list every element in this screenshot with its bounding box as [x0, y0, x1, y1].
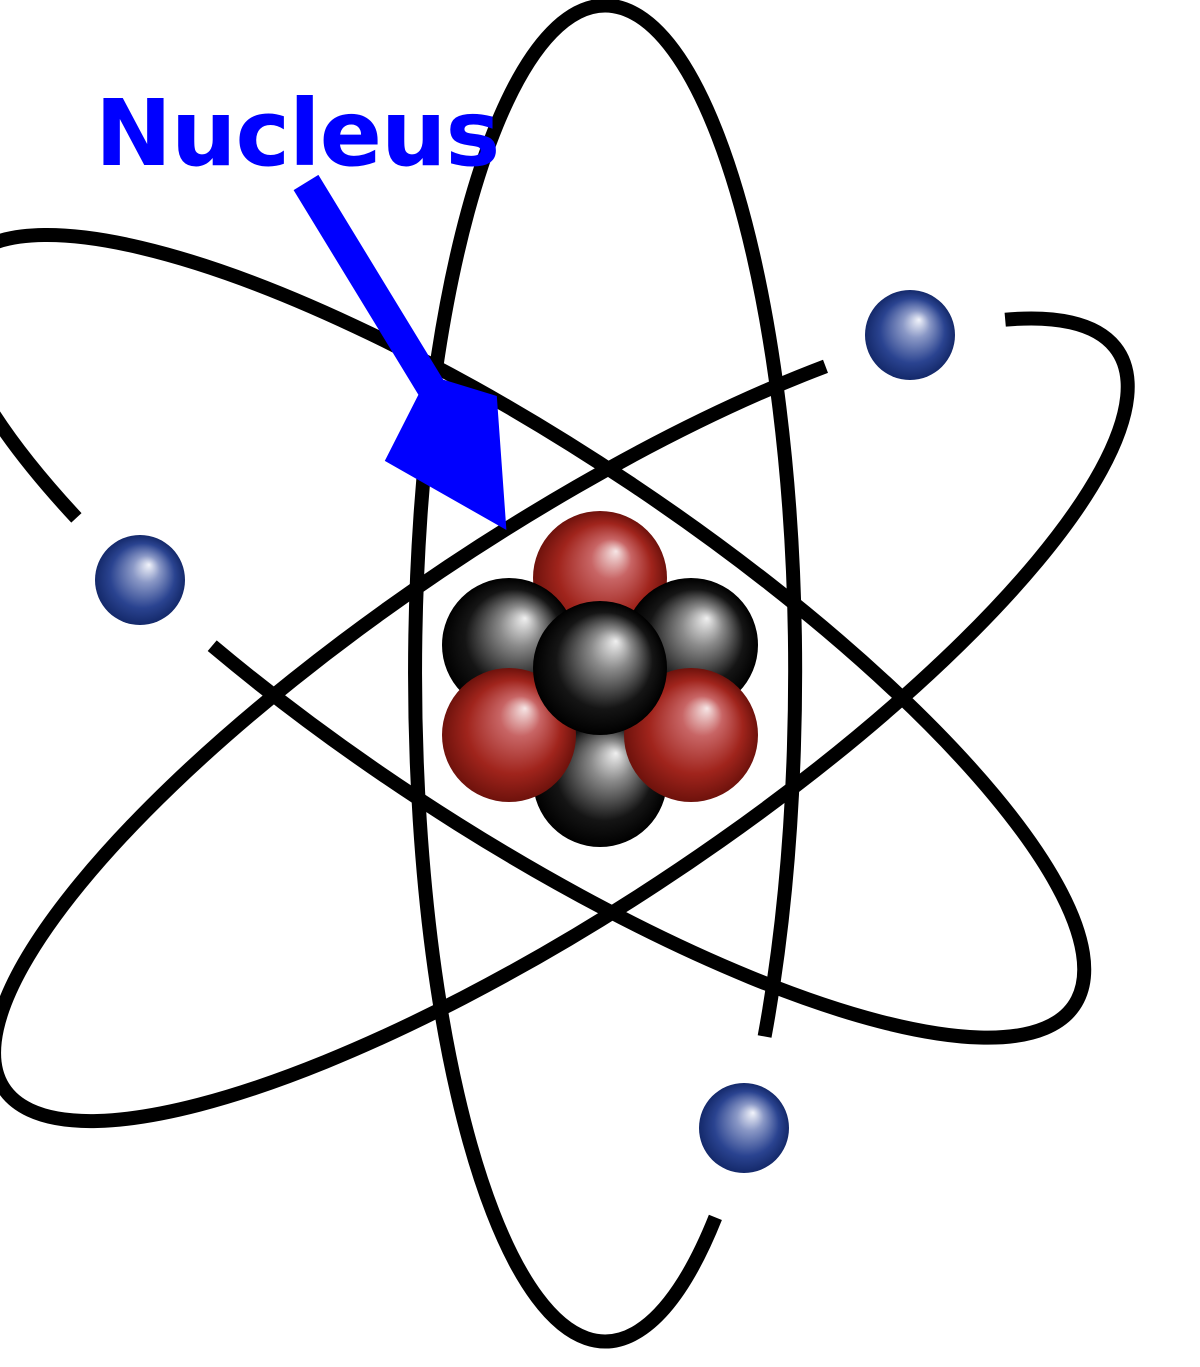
orbit-vertical — [408, 0, 803, 1349]
orbit-ascending — [0, 311, 1135, 1129]
electron-left — [95, 535, 185, 625]
orbit-descending — [0, 228, 1092, 1045]
electrons — [95, 290, 955, 1173]
nucleus — [442, 511, 758, 847]
orbits — [0, 0, 1135, 1349]
electron-top-right — [865, 290, 955, 380]
nucleus-label: Nucleus — [95, 80, 499, 187]
electron-bottom — [699, 1083, 789, 1173]
neutron-center — [533, 601, 667, 735]
nucleus-arrow — [293, 174, 507, 530]
